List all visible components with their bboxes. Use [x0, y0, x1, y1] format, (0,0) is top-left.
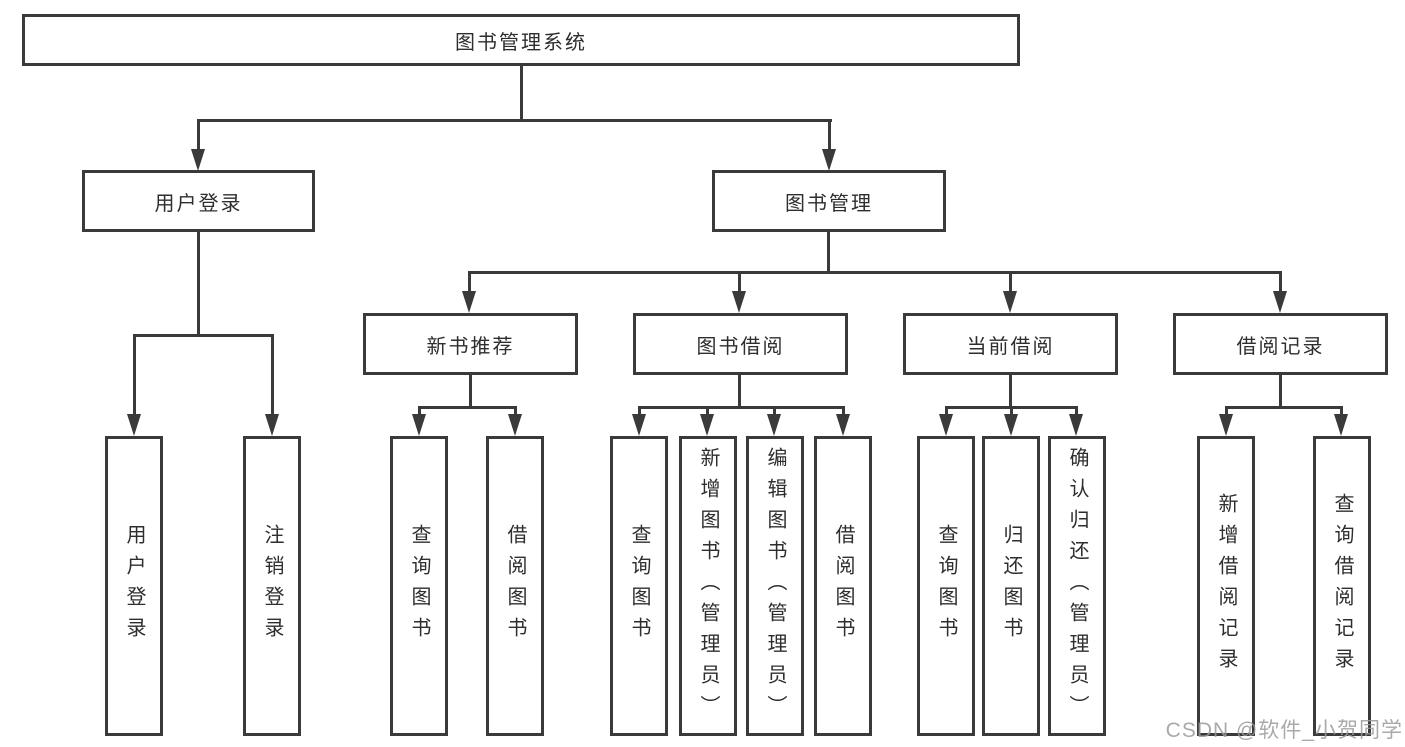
arrow-down-icon [191, 149, 205, 171]
arrow-down-icon [732, 291, 746, 313]
leaf-current-confirm-return-admin: 确认归还（管理员） [1048, 436, 1106, 736]
connector-drop-book-borrow [738, 271, 741, 293]
node-user-login: 用户登录 [82, 170, 315, 232]
connector-book-management-rail [468, 271, 1282, 274]
connector-book-borrow-stem [738, 375, 741, 409]
node-root: 图书管理系统 [22, 14, 1020, 66]
arrow-down-icon [265, 414, 279, 436]
connector-drop [773, 406, 776, 416]
arrow-down-icon [939, 414, 953, 436]
node-new-book-recommend: 新书推荐 [363, 313, 578, 375]
arrow-down-icon [822, 149, 836, 171]
connector-drop [1225, 406, 1228, 416]
connector-borrow-records-rail [1225, 406, 1343, 409]
node-new-book-recommend-label: 新书推荐 [426, 335, 515, 358]
node-borrow-records: 借阅记录 [1173, 313, 1388, 375]
arrow-down-icon [1273, 291, 1287, 313]
node-book-borrow: 图书借阅 [633, 313, 848, 375]
node-current-borrow: 当前借阅 [903, 313, 1118, 375]
arrow-down-icon [700, 414, 714, 436]
leaf-logout: 注销登录 [243, 436, 301, 736]
connector-drop [638, 406, 641, 416]
connector-root-stem [520, 66, 523, 121]
watermark: CSDN @软件_小贺同学 [1165, 719, 1403, 742]
connector-drop [1340, 406, 1343, 416]
connector-drop-leaf-logout [271, 334, 274, 416]
leaf-recommend-borrow-books-label: 借阅图书 [504, 524, 526, 648]
leaf-borrow-borrow-books-label: 借阅图书 [832, 524, 854, 648]
node-borrow-records-label: 借阅记录 [1236, 335, 1325, 358]
connector-drop-new-book-recommend [468, 271, 471, 293]
leaf-logout-label: 注销登录 [261, 524, 283, 648]
connector-drop [842, 406, 845, 416]
arrow-down-icon [1219, 414, 1233, 436]
leaf-recommend-query-books: 查询图书 [390, 436, 448, 736]
arrow-down-icon [632, 414, 646, 436]
arrow-down-icon [462, 291, 476, 313]
leaf-current-return-books-label: 归还图书 [1000, 524, 1022, 648]
leaf-current-return-books: 归还图书 [982, 436, 1040, 736]
leaf-borrow-add-books-admin-label: 新增图书（管理员） [697, 446, 719, 726]
connector-root-drop-user-login [197, 119, 200, 151]
connector-user-login-stem [197, 232, 200, 337]
arrow-down-icon [508, 414, 522, 436]
leaf-records-add-record: 新增借阅记录 [1197, 436, 1255, 736]
node-current-borrow-label: 当前借阅 [966, 335, 1055, 358]
arrow-down-icon [412, 414, 426, 436]
connector-drop-leaf-user-login [133, 334, 136, 416]
arrow-down-icon [1004, 414, 1018, 436]
connector-new-book-recommend-stem [469, 375, 472, 409]
leaf-borrow-query-books-label: 查询图书 [628, 524, 650, 648]
connector-drop [1010, 406, 1013, 416]
connector-root-drop-book-management [828, 119, 831, 151]
leaf-user-login-label: 用户登录 [123, 524, 145, 648]
leaf-borrow-edit-books-admin-label: 编辑图书（管理员） [764, 446, 786, 726]
leaf-records-add-record-label: 新增借阅记录 [1215, 493, 1237, 679]
leaf-borrow-query-books: 查询图书 [610, 436, 668, 736]
arrow-down-icon [767, 414, 781, 436]
connector-current-borrow-stem [1009, 375, 1012, 409]
arrow-down-icon [1069, 414, 1083, 436]
leaf-user-login: 用户登录 [105, 436, 163, 736]
connector-drop-borrow-records [1279, 271, 1282, 293]
node-book-management: 图书管理 [712, 170, 946, 232]
arrow-down-icon [1334, 414, 1348, 436]
connector-drop [706, 406, 709, 416]
leaf-borrow-borrow-books: 借阅图书 [814, 436, 872, 736]
connector-user-login-rail [133, 334, 274, 337]
connector-book-management-stem [827, 232, 830, 274]
leaf-records-query-record-label: 查询借阅记录 [1331, 493, 1353, 679]
leaf-recommend-query-books-label: 查询图书 [408, 524, 430, 648]
node-root-label: 图书管理系统 [455, 31, 587, 54]
leaf-current-confirm-return-admin-label: 确认归还（管理员） [1066, 446, 1088, 726]
connector-drop [945, 406, 948, 416]
arrow-down-icon [1003, 291, 1017, 313]
leaf-recommend-borrow-books: 借阅图书 [486, 436, 544, 736]
node-book-management-label: 图书管理 [785, 192, 873, 215]
leaf-borrow-edit-books-admin: 编辑图书（管理员） [746, 436, 804, 736]
connector-drop [514, 406, 517, 416]
connector-borrow-records-stem [1279, 375, 1282, 409]
node-book-borrow-label: 图书借阅 [696, 335, 785, 358]
arrow-down-icon [836, 414, 850, 436]
arrow-down-icon [127, 414, 141, 436]
connector-drop-current-borrow [1009, 271, 1012, 293]
connector-new-book-recommend-rail [418, 406, 517, 409]
leaf-borrow-add-books-admin: 新增图书（管理员） [679, 436, 737, 736]
leaf-current-query-books: 查询图书 [917, 436, 975, 736]
leaf-current-query-books-label: 查询图书 [935, 524, 957, 648]
leaf-records-query-record: 查询借阅记录 [1313, 436, 1371, 736]
connector-root-rail [197, 119, 832, 122]
connector-book-borrow-rail [638, 406, 845, 409]
connector-drop [1075, 406, 1078, 416]
node-user-login-label: 用户登录 [154, 192, 243, 215]
connector-drop [418, 406, 421, 416]
